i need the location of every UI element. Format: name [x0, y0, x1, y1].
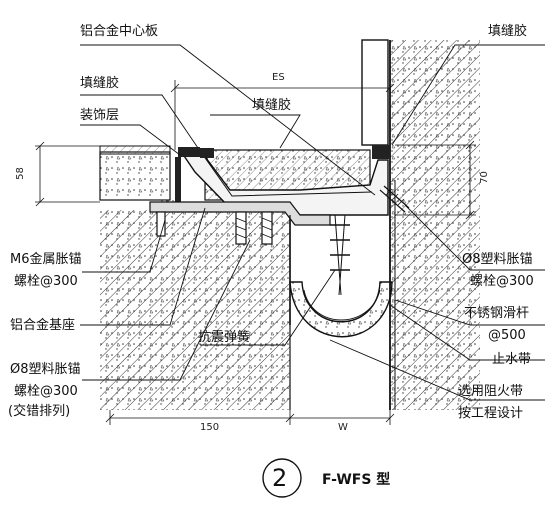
waterstop	[289, 281, 393, 338]
dim-70: 70	[478, 171, 490, 184]
label-plastic-anchor-spacing: 螺栓@300	[14, 384, 78, 399]
label-m6-anchor: M6金属胀锚	[10, 252, 82, 267]
label-spring: 抗震弹簧	[198, 330, 251, 345]
label-center-plate: 铝合金中心板	[80, 24, 159, 39]
dimension-lines	[35, 80, 476, 425]
label-right-anchor: Ø8塑料胀锚	[462, 252, 533, 267]
label-right-anchor-spacing: 螺栓@300	[470, 274, 534, 289]
dim-w: W	[338, 422, 348, 433]
label-fire-belt-note: 按工程设计	[458, 406, 524, 421]
label-fire-belt: 选用阻火带	[458, 384, 524, 399]
right-wall	[389, 40, 480, 410]
label-sealant-mid: 填缝胶	[252, 98, 292, 113]
label-plastic-anchor: Ø8塑料胀锚	[10, 362, 81, 377]
left-concrete-slab	[100, 200, 291, 410]
label-m6-anchor-spacing: 螺栓@300	[14, 274, 78, 289]
label-waterstop: 止水带	[492, 352, 532, 367]
dim-es: ES	[272, 72, 285, 83]
label-slide-rod-spacing: @500	[488, 328, 526, 343]
label-base-seat: 铝合金基座	[10, 318, 76, 333]
dim-150: 150	[200, 422, 220, 433]
caption-type: F-WFS 型	[322, 472, 391, 488]
label-plastic-anchor-note: (交错排列)	[8, 404, 71, 419]
caption-number: 2	[272, 464, 288, 492]
label-decor-layer: 装饰层	[80, 108, 120, 123]
label-sealant-left: 填缝胶	[80, 76, 120, 91]
label-slide-rod: 不锈钢滑杆	[464, 306, 530, 321]
anchor-bolts	[156, 185, 410, 296]
leader-lines	[80, 44, 545, 401]
label-sealant-top-right: 填缝胶	[488, 24, 528, 39]
caption-number-circle	[262, 458, 302, 498]
sealant-beads	[175, 145, 390, 202]
dim-58: 58	[14, 167, 26, 180]
